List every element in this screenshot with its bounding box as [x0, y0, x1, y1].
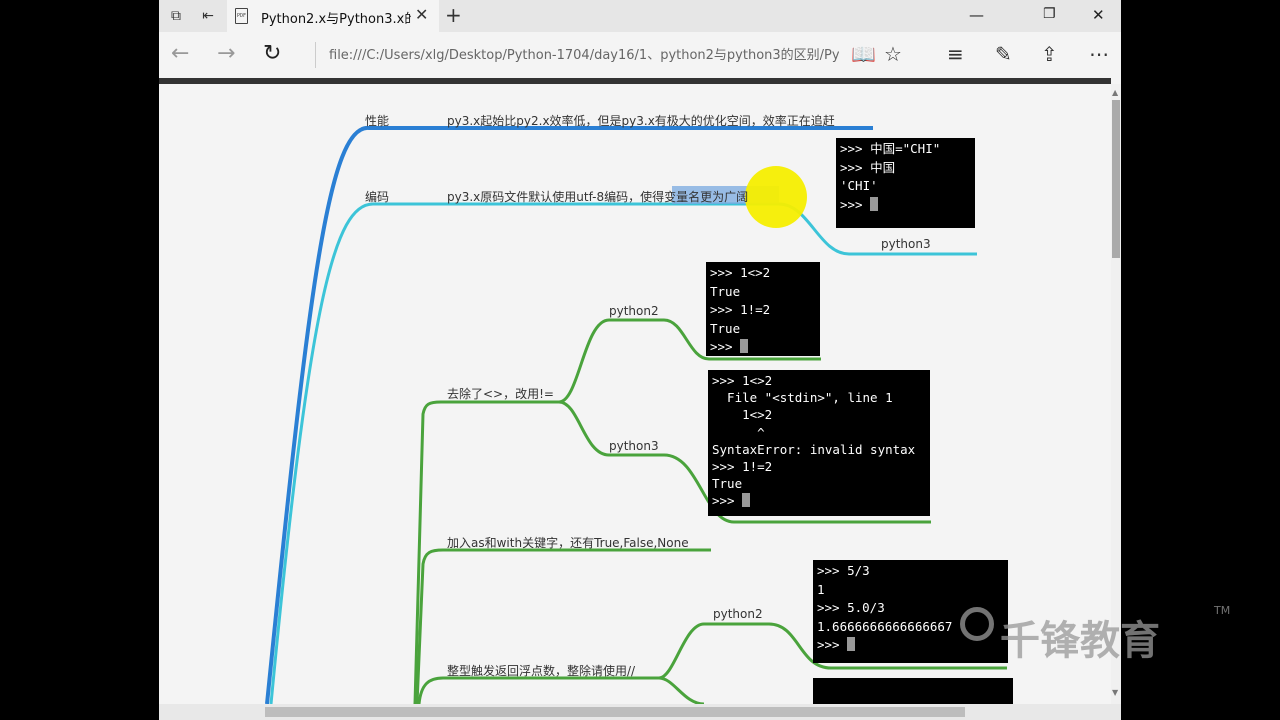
branch-division-py3	[658, 676, 705, 704]
terminal-line: 1	[817, 581, 825, 597]
terminal-line: >>> 5.0/3	[817, 600, 885, 615]
scrollbar-thumb[interactable]	[265, 707, 965, 717]
scrollbar-thumb[interactable]	[1112, 100, 1120, 258]
address-bar[interactable]: file:///C:/Users/xlg/Desktop/Python-1704…	[329, 48, 839, 63]
vertical-scrollbar[interactable]: ▲ ▼	[1111, 84, 1121, 704]
back-arrow-icon[interactable]: ←	[171, 41, 190, 66]
tab-actions-icon[interactable]: ⧉	[171, 8, 181, 24]
star-icon[interactable]: ☆	[884, 42, 902, 66]
terminal-line: True	[710, 283, 741, 299]
label-division: 整型触发返回浮点数，整除请使用//	[447, 664, 636, 678]
branch-neq	[413, 400, 559, 704]
label-performance: 性能	[365, 114, 390, 128]
terminal-line: ^	[712, 424, 765, 440]
terminal-encoding: >>> 中国="CHI" >>> 中国 'CHI' >>>	[836, 138, 975, 228]
book-icon[interactable]: 📖	[851, 42, 876, 66]
scroll-up-icon[interactable]: ▲	[1112, 88, 1119, 97]
terminal-line: >>> 1<>2	[710, 265, 771, 280]
text-performance: py3.x起始比py2.x效率低，但是py3.x有极大的优化空间，效率正在追赶	[447, 114, 835, 128]
terminal-line: >>> 1!=2	[712, 458, 773, 474]
text-encoding: py3.x原码文件默认使用utf-8编码，使得变量名更为广阔	[447, 190, 749, 204]
plus-icon[interactable]: +	[445, 3, 462, 27]
refresh-icon[interactable]: ↻	[263, 41, 282, 66]
horizontal-scrollbar[interactable]	[159, 704, 1121, 720]
title-bar: ⧉ ⇤ PDF Python2.x与Python3.x的 ✕ + — ❐ ✕	[159, 0, 1121, 32]
scroll-down-icon[interactable]: ▼	[1112, 688, 1119, 697]
hub-icon[interactable]: ≡	[947, 42, 964, 66]
terminal-line: >>> 中国	[840, 159, 896, 175]
close-icon[interactable]: ✕	[415, 5, 429, 24]
terminal-division-python3	[813, 678, 1013, 704]
forward-arrow-icon[interactable]: →	[217, 41, 236, 66]
label-neq: 去除了<>，改用!=	[447, 387, 554, 401]
share-icon[interactable]: ⇪	[1041, 42, 1058, 66]
pdf-icon: PDF	[235, 8, 248, 24]
terminal-line: >>> 1!=2	[710, 302, 771, 317]
close-window-icon[interactable]: ✕	[1092, 6, 1105, 24]
terminal-line: >>>	[817, 636, 1004, 655]
terminal-line: >>> 1<>2	[712, 373, 773, 388]
terminal-line: >>>	[840, 196, 971, 215]
terminal-line: True	[712, 476, 743, 492]
label-encoding-python3: python3	[881, 237, 931, 251]
browser-window: ⧉ ⇤ PDF Python2.x与Python3.x的 ✕ + — ❐ ✕ ←…	[159, 0, 1121, 720]
tab-title: Python2.x与Python3.x的	[261, 12, 411, 27]
label-division-python2: python2	[713, 607, 763, 621]
label-neq-python2: python2	[609, 304, 659, 318]
terminal-line: File "<stdin>", line 1	[712, 390, 893, 406]
pen-icon[interactable]: ✎	[995, 42, 1012, 66]
branch-division	[417, 676, 659, 704]
more-icon[interactable]: ⋯	[1089, 42, 1109, 66]
set-aside-tabs-icon[interactable]: ⇤	[202, 8, 214, 24]
branch-neq-py2	[558, 318, 821, 404]
watermark-tm: TM	[1214, 604, 1231, 617]
pdf-page: 性能 py3.x起始比py2.x效率低，但是py3.x有极大的优化空间，效率正在…	[159, 84, 1111, 704]
terminal-line: >>> 5/3	[817, 563, 870, 578]
terminal-line: >>>	[710, 338, 816, 356]
terminal-line: 1<>2	[712, 407, 773, 423]
terminal-line: True	[710, 320, 741, 336]
terminal-line: 'CHI'	[840, 178, 878, 193]
minimize-icon[interactable]: —	[969, 6, 984, 24]
terminal-line: >>>	[712, 492, 926, 509]
branch-keywords	[415, 548, 711, 704]
branch-performance	[265, 125, 873, 704]
terminal-line: >>> 中国="CHI"	[840, 141, 941, 156]
branch-encoding	[269, 202, 977, 704]
toolbar: ← → ↻ file:///C:/Users/xlg/Desktop/Pytho…	[159, 32, 1121, 78]
terminal-line: SyntaxError: invalid syntax	[712, 441, 916, 457]
terminal-neq-python3: >>> 1<>2 File "<stdin>", line 1 1<>2 ^ S…	[708, 370, 930, 516]
page-top-border	[159, 78, 1111, 84]
label-encoding: 编码	[365, 190, 390, 204]
watermark: 千锋教育	[1000, 618, 1160, 664]
cursor-spotlight	[745, 166, 807, 228]
tab-active[interactable]: PDF Python2.x与Python3.x的 ✕	[227, 0, 439, 32]
restore-icon[interactable]: ❐	[1043, 6, 1056, 22]
terminal-line: 1.6666666666666667	[817, 618, 953, 634]
terminal-neq-python2: >>> 1<>2 True >>> 1!=2 True >>>	[706, 262, 820, 356]
toolbar-divider	[315, 42, 316, 68]
label-keywords: 加入as和with关键字，还有True,False,None	[447, 536, 689, 550]
label-neq-python3: python3	[609, 439, 659, 453]
watermark-logo-icon	[960, 607, 994, 641]
